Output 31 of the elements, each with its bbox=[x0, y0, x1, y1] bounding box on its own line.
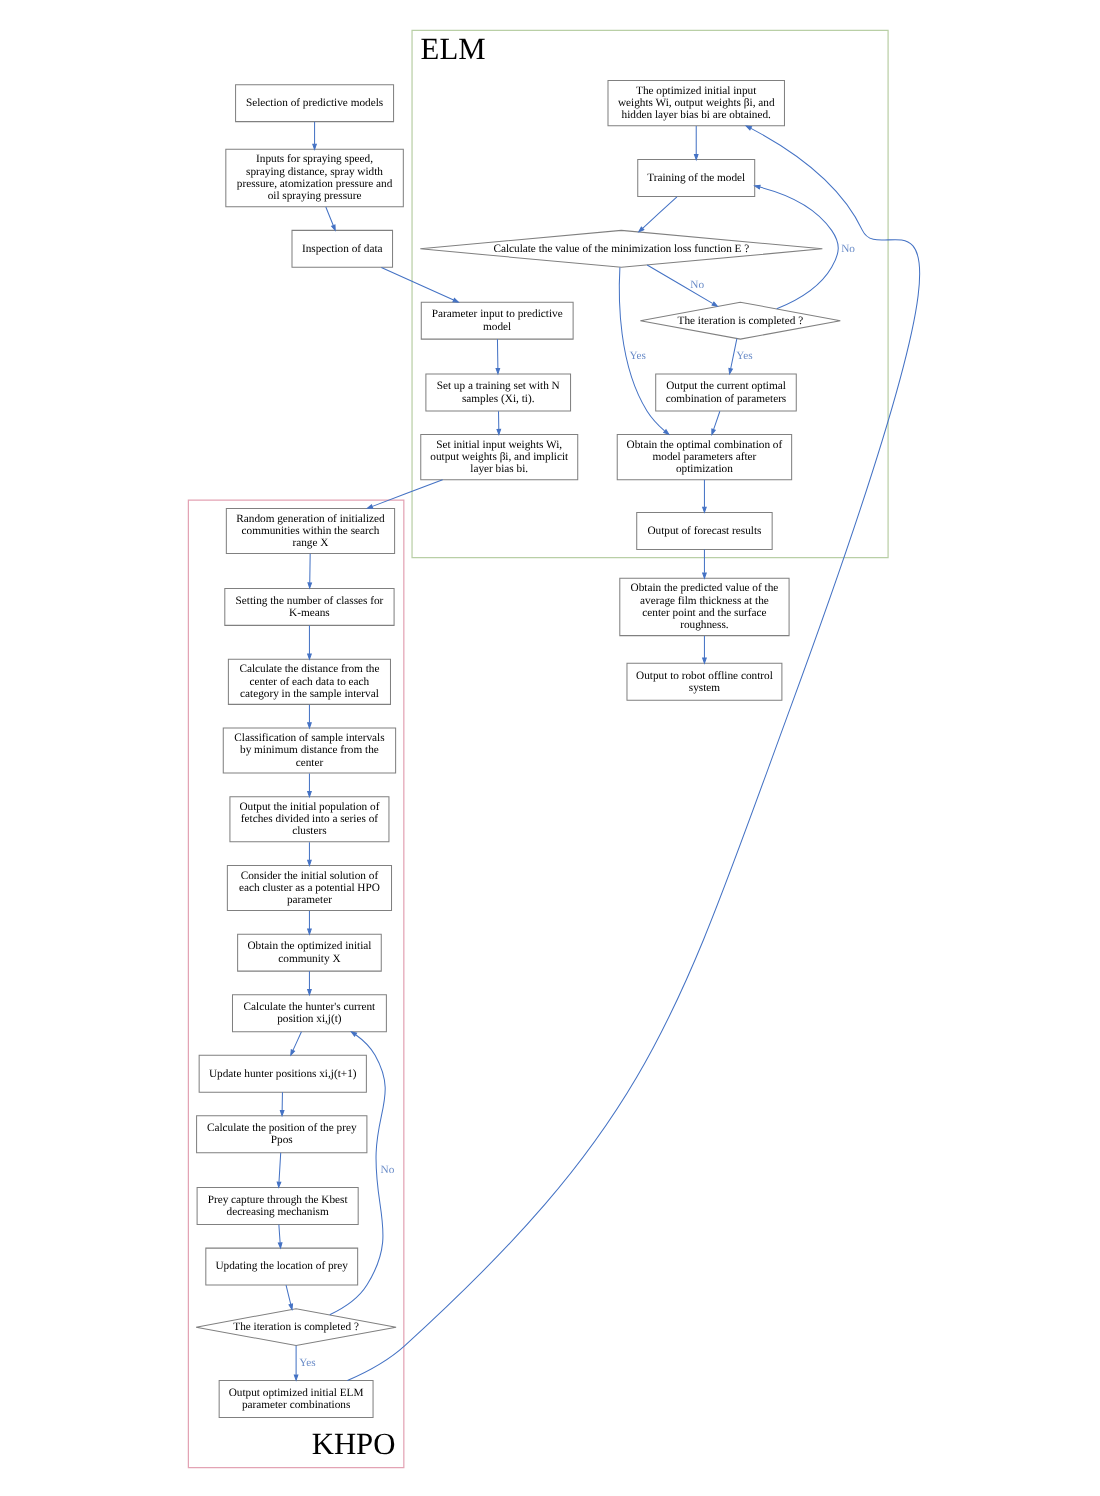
arrow bbox=[711, 409, 721, 435]
arrow bbox=[306, 703, 312, 729]
arrow bbox=[728, 337, 738, 375]
arrow bbox=[753, 183, 839, 309]
arrow bbox=[365, 478, 444, 508]
arrow bbox=[293, 1344, 299, 1381]
arrow bbox=[646, 263, 719, 306]
arrow bbox=[276, 1151, 282, 1188]
arrow bbox=[306, 624, 312, 660]
arrow bbox=[306, 840, 312, 866]
arrow bbox=[306, 969, 312, 996]
arrow bbox=[618, 265, 671, 435]
arrow bbox=[701, 634, 707, 664]
arrow bbox=[637, 195, 678, 232]
arrow bbox=[290, 1030, 302, 1056]
arrow bbox=[701, 478, 707, 513]
arrow bbox=[307, 552, 313, 589]
arrow bbox=[325, 205, 336, 231]
arrow bbox=[329, 1029, 386, 1315]
arrow bbox=[312, 120, 318, 150]
arrow bbox=[279, 1090, 285, 1117]
arrow bbox=[495, 337, 501, 375]
arrow bbox=[277, 1223, 283, 1249]
arrow bbox=[496, 409, 502, 436]
arrow bbox=[346, 124, 920, 1380]
arrow bbox=[380, 265, 460, 302]
arrow bbox=[693, 124, 699, 161]
arrow bbox=[701, 548, 707, 579]
arrow bbox=[285, 1283, 294, 1310]
arrow bbox=[306, 771, 312, 798]
arrow bbox=[306, 909, 312, 935]
